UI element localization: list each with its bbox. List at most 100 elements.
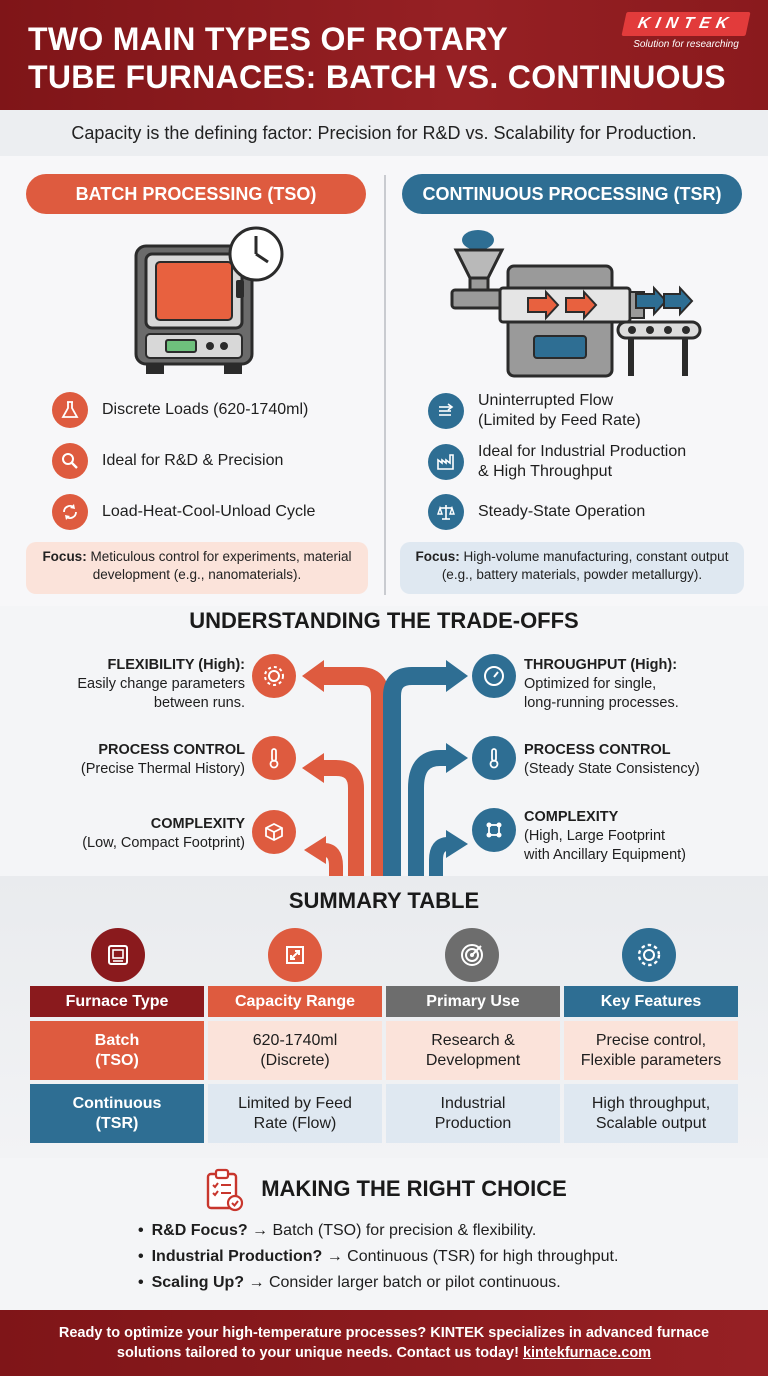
table-header-cell: Key Features <box>564 986 738 1017</box>
feature-line-1: Ideal for Industrial Production <box>478 443 687 460</box>
table-cell-type: Continuous (TSR) <box>30 1084 204 1143</box>
box-icon <box>252 810 296 854</box>
kintek-logo[interactable]: KINTEK Solution for researching <box>616 12 756 50</box>
list-item: R&D Focus? → Batch (TSO) for precision &… <box>138 1218 738 1244</box>
cell-line: (TSO) <box>95 1051 139 1069</box>
cell-line: Continuous <box>72 1094 162 1112</box>
tradeoff-line: (Low, Compact Footprint) <box>82 835 245 851</box>
tradeoff-heading: THROUGHPUT (High): <box>524 657 678 673</box>
title-line-2: TUBE FURNACES: BATCH VS. CONTINUOUS <box>28 59 726 95</box>
focus-text: High-volume manufacturing, constant outp… <box>441 549 729 582</box>
clipboard-checklist-icon <box>206 1168 244 1212</box>
furnace-icon <box>91 928 145 982</box>
summary-table: Furnace Type Capacity Range Primary Use … <box>30 986 738 1143</box>
choice-question: Industrial Production? <box>151 1248 323 1265</box>
continuous-feature-steady-state: Steady-State Operation <box>428 494 645 530</box>
logo-tagline: Solution for researching <box>633 39 739 50</box>
tradeoff-line: long-running processes. <box>524 695 679 711</box>
cycle-arrows-icon <box>52 494 88 530</box>
batch-furnace-icon <box>134 226 284 374</box>
magnifier-icon <box>52 443 88 479</box>
table-header-cell: Primary Use <box>386 986 560 1017</box>
tradeoff-process-control-batch: PROCESS CONTROL (Precise Thermal History… <box>40 741 245 779</box>
feature-line-2: & High Throughput <box>478 463 613 480</box>
batch-feature-discrete-loads: Discrete Loads (620-1740ml) <box>52 392 308 428</box>
cell-line: Production <box>434 1114 512 1132</box>
continuous-furnace-icon <box>450 230 702 378</box>
tradeoff-arrows-graphic <box>302 660 468 876</box>
feature-line-2: (Limited by Feed Rate) <box>478 412 641 429</box>
cell-line: 620-1740ml <box>252 1031 338 1049</box>
cell-line: (Discrete) <box>260 1051 330 1069</box>
gear-icon <box>622 928 676 982</box>
batch-feature-rd-precision: Ideal for R&D & Precision <box>52 443 283 479</box>
section-divider <box>384 175 386 595</box>
tradeoff-line: (Precise Thermal History) <box>80 761 245 777</box>
continuous-focus-box: Focus: High-volume manufacturing, consta… <box>400 542 744 594</box>
cell-line: Flexible parameters <box>580 1051 722 1069</box>
list-item: Industrial Production? → Continuous (TSR… <box>138 1244 738 1270</box>
batch-processing-label: BATCH PROCESSING (TSO) <box>26 174 366 214</box>
table-row: Batch(TSO) 620-1740ml(Discrete) Research… <box>30 1017 738 1080</box>
choice-title: MAKING THE RIGHT CHOICE <box>261 1176 567 1201</box>
header-banner: TWO MAIN TYPES OF ROTARY TUBE FURNACES: … <box>0 0 768 110</box>
feature-text: Discrete Loads (620-1740ml) <box>102 401 309 418</box>
feature-text: Ideal for Industrial Production & High T… <box>478 442 686 482</box>
subtitle: Capacity is the defining factor: Precisi… <box>0 110 768 156</box>
tradeoff-line: between runs. <box>153 695 245 711</box>
tradeoff-complexity-batch: COMPLEXITY (Low, Compact Footprint) <box>40 815 245 853</box>
factory-icon <box>428 444 464 480</box>
tradeoff-heading: COMPLEXITY <box>150 816 245 832</box>
website-link[interactable]: kintekfurnace.com <box>522 1345 652 1361</box>
continuous-feature-flow: Uninterrupted Flow (Limited by Feed Rate… <box>428 391 641 431</box>
table-cell-features: High throughput, Scalable output <box>564 1084 738 1143</box>
cell-line: Scalable output <box>595 1114 707 1132</box>
choice-question: R&D Focus? <box>151 1222 248 1239</box>
expand-arrows-icon <box>268 928 322 982</box>
batch-feature-cycle: Load-Heat-Cool-Unload Cycle <box>52 494 315 530</box>
tradeoff-heading: PROCESS CONTROL <box>524 742 671 758</box>
gauge-icon <box>472 654 516 698</box>
list-item: Scaling Up? → Consider larger batch or p… <box>138 1270 738 1296</box>
cell-line: High throughput, <box>591 1094 711 1112</box>
balance-scale-icon <box>428 494 464 530</box>
table-header-row: Furnace Type Capacity Range Primary Use … <box>30 986 738 1017</box>
network-nodes-icon <box>472 808 516 852</box>
summary-title: SUMMARY TABLE <box>288 888 480 913</box>
cell-line: Batch <box>94 1031 140 1049</box>
cell-line: Development <box>425 1051 521 1069</box>
feature-text: Uninterrupted Flow (Limited by Feed Rate… <box>478 391 641 431</box>
choice-question: Scaling Up? <box>151 1274 245 1291</box>
table-header-cell: Capacity Range <box>208 986 382 1017</box>
tradeoff-throughput: THROUGHPUT (High): Optimized for single,… <box>524 656 754 713</box>
cell-line: Industrial <box>440 1094 506 1112</box>
choice-answer: → Batch (TSO) for precision & flexibilit… <box>247 1222 537 1239</box>
feature-text: Load-Heat-Cool-Unload Cycle <box>102 503 316 520</box>
thermometer-icon <box>472 736 516 780</box>
tradeoff-heading: FLEXIBILITY (High): <box>107 657 245 673</box>
tradeoff-flexibility: FLEXIBILITY (High): Easily change parame… <box>40 656 245 713</box>
tradeoff-line: Optimized for single, <box>524 676 657 692</box>
table-cell-capacity: 620-1740ml (Discrete) <box>208 1021 382 1080</box>
target-icon <box>445 928 499 982</box>
footer-banner: Ready to optimize your high-temperature … <box>0 1310 768 1376</box>
tradeoff-line: with Ancillary Equipment) <box>524 847 686 863</box>
continuous-processing-label: CONTINUOUS PROCESSING (TSR) <box>402 174 742 214</box>
focus-text: Meticulous control for experiments, mate… <box>86 549 352 582</box>
table-cell-features: Precise control,Flexible parameters <box>564 1021 738 1080</box>
tradeoff-heading: COMPLEXITY <box>524 809 619 825</box>
focus-label: Focus: <box>42 549 87 564</box>
cell-line: Rate (Flow) <box>253 1114 337 1132</box>
title-line-1: TWO MAIN TYPES OF ROTARY <box>28 21 509 57</box>
flow-arrows-icon <box>428 393 464 429</box>
logo-wordmark: KINTEK <box>621 12 751 36</box>
page-title: TWO MAIN TYPES OF ROTARY TUBE FURNACES: … <box>28 20 748 96</box>
feature-text: Steady-State Operation <box>478 503 646 520</box>
tradeoff-line: Easily change parameters <box>77 676 245 692</box>
tradeoff-line: (High, Large Footprint <box>524 828 666 844</box>
footer-text: Ready to optimize your high-temperature … <box>58 1325 710 1361</box>
cell-line: (TSR) <box>95 1114 139 1132</box>
